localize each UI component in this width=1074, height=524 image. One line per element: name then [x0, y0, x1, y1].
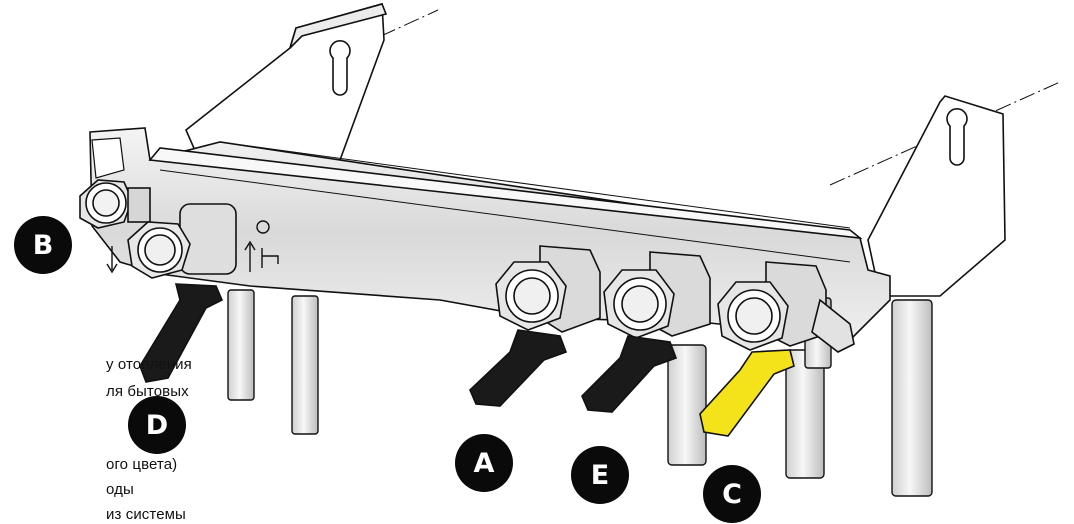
- valve-a-handle: [469, 329, 568, 407]
- keyhole-slot-left: [329, 40, 351, 96]
- flow-symbols: [106, 220, 279, 274]
- right-wall-bracket: [867, 95, 1006, 297]
- keyhole-slot-right: [946, 108, 968, 166]
- valve-c-handle: [699, 349, 795, 437]
- legend-fragment-4: оды: [106, 481, 134, 498]
- valve-e-handle: [581, 335, 678, 413]
- valve-c: [699, 261, 855, 437]
- callout-c: C: [703, 465, 761, 523]
- callout-d: D: [128, 396, 186, 454]
- legend-fragment-1: у отопления: [106, 356, 192, 373]
- legend-fragment-2: ля бытовых: [106, 383, 189, 400]
- callout-b: B: [14, 216, 72, 274]
- valve-d-handle: [139, 283, 224, 383]
- legend-fragment-5: из системы: [106, 506, 186, 523]
- callout-e: E: [571, 446, 629, 504]
- valve-e: [581, 251, 711, 413]
- left-wall-bracket: [185, 2, 388, 186]
- fitting-b: [79, 179, 151, 229]
- valve-a: [469, 245, 601, 407]
- valve-d: [127, 203, 237, 383]
- legend-fragment-3: ого цвета): [106, 456, 178, 473]
- callout-a: A: [455, 434, 513, 492]
